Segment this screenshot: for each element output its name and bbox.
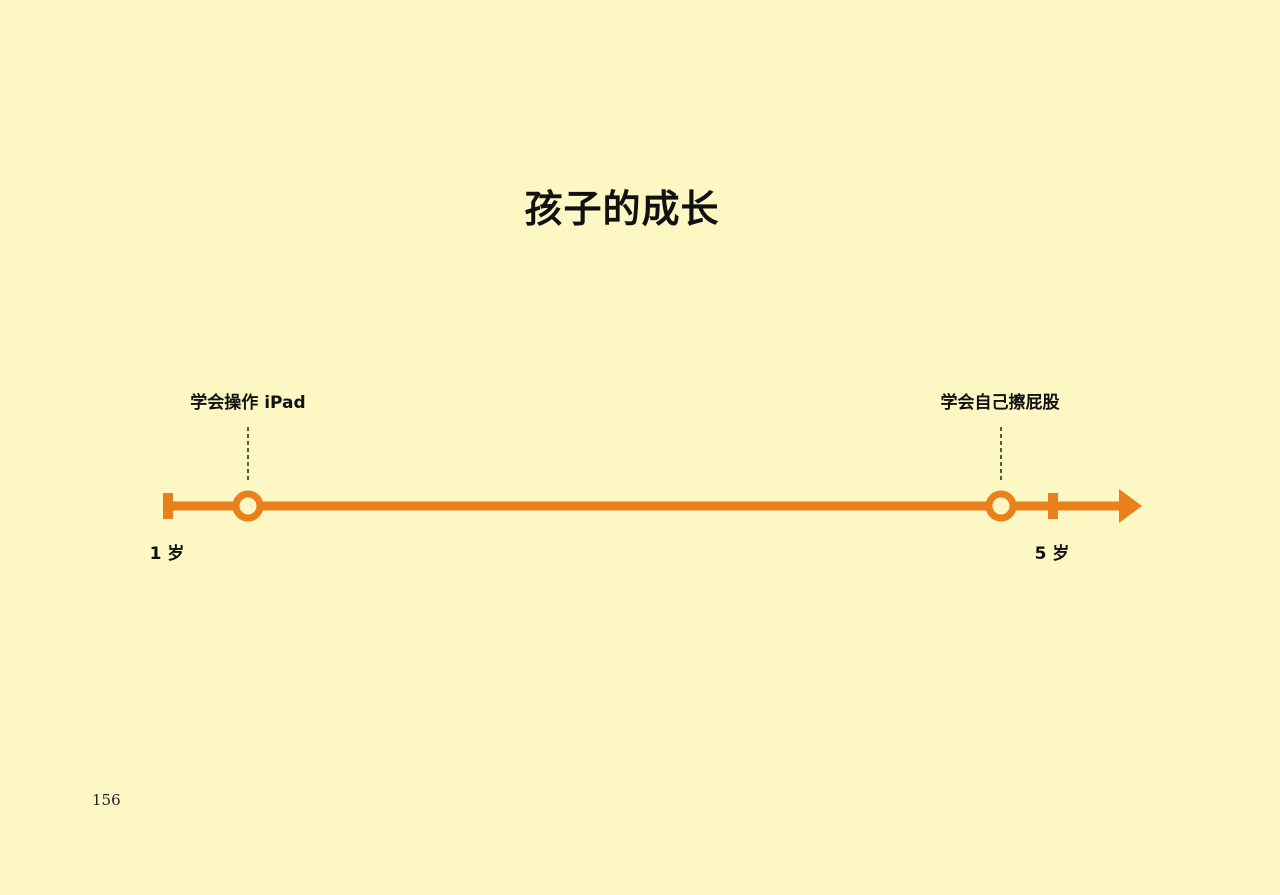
event-label-ipad: 学会操作 iPad — [190, 393, 306, 413]
milestone-marker-ipad — [232, 490, 264, 522]
age-label-end: 5 岁 — [1034, 544, 1070, 564]
age-5-tick — [1048, 493, 1058, 519]
age-label-start: 1 岁 — [149, 544, 185, 564]
page-title: 孩子的成长 — [524, 187, 720, 231]
page-number: 156 — [92, 791, 121, 809]
start-tick — [163, 493, 173, 519]
event-label-self-care: 学会自己擦屁股 — [940, 393, 1060, 413]
milestone-marker-self-care — [985, 490, 1017, 522]
timeline-arrowhead — [1119, 489, 1142, 523]
